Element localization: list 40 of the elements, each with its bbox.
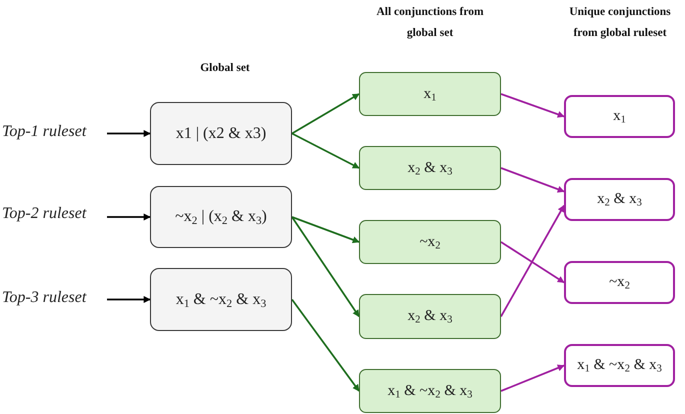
column-heading: Global set [199, 61, 251, 76]
expression-text: ~x$_{2}$ [609, 274, 630, 291]
arrow [500, 167, 565, 193]
arrow [500, 93, 565, 118]
arrow [107, 130, 151, 137]
arrow [292, 216, 360, 244]
arrow [500, 241, 565, 284]
arrow [291, 298, 360, 392]
unique-conjunction-box [564, 178, 675, 221]
ruleset-label: Top-2 ruleset [2, 201, 102, 227]
expression-text: x$_{2}$ & x$_{3}$ [408, 308, 452, 325]
unique-conjunction-box [564, 95, 675, 138]
expression-text: x$_{1}$ & ~x$_{2}$ & x$_{3}$ [577, 357, 662, 374]
expression-text: x$_{1}$ & ~x$_{2}$ & x$_{3}$ [388, 382, 472, 400]
expression-text: x$_{1}$ [613, 108, 626, 125]
expression-text: x1 | (x2 & x3) [176, 124, 266, 142]
arrow [291, 216, 360, 318]
expression-text: ~x$_{2}$ | (x$_{2}$ & x$_{3}$) [175, 208, 267, 226]
arrow [500, 204, 565, 317]
expression-text: x$_{1}$ & ~x$_{2}$ & x$_{3}$ [176, 290, 266, 308]
conjunction-box [359, 294, 501, 339]
conjunction-box [359, 220, 501, 264]
ruleset-label: Top-3 ruleset [2, 285, 102, 311]
expression-text: x$_{1}$ [424, 86, 436, 102]
arrow [292, 93, 360, 134]
arrow [500, 364, 565, 392]
conjunction-box [359, 369, 501, 413]
expression-text: x$_{2}$ & x$_{3}$ [408, 160, 452, 176]
column-heading: All conjunctions from global set [375, 5, 485, 41]
expression-text: ~x$_{2}$ [420, 234, 440, 250]
column-heading: Unique conjunctions from global ruleset [568, 5, 672, 41]
unique-conjunction-box [564, 261, 675, 304]
conjunction-box [359, 72, 501, 116]
expression-text: x$_{2}$ & x$_{3}$ [597, 191, 642, 208]
arrow [107, 296, 151, 303]
arrow [107, 214, 151, 220]
ruleset-label: Top-1 ruleset [2, 119, 102, 145]
conjunction-box [359, 146, 501, 190]
arrow [292, 132, 360, 169]
unique-conjunction-box [564, 344, 675, 387]
